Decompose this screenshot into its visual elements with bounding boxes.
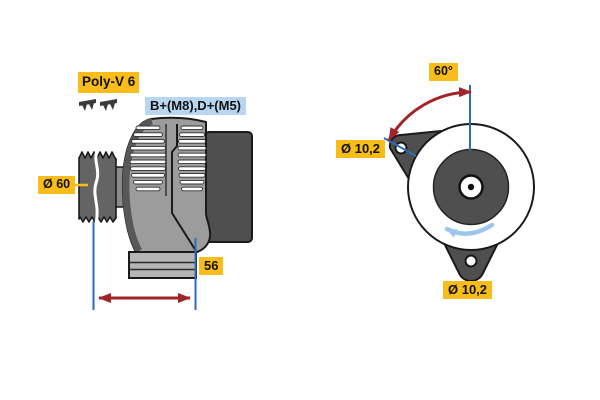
cooling-fins-left: [129, 125, 167, 192]
fin-slot: [177, 152, 207, 158]
fin-slot: [133, 132, 163, 137]
fin-slot: [178, 166, 206, 171]
rotation-direction-arrow: [444, 222, 495, 238]
pulley-break-line: [93, 148, 100, 226]
fin-slot: [178, 173, 206, 178]
fin-slot: [178, 139, 206, 144]
pulley-diameter-label: Ø 60: [38, 176, 76, 194]
fin-slot: [129, 159, 167, 165]
mounting-width-label: 56: [199, 257, 224, 276]
front-view: [383, 85, 535, 282]
shaft-center-dot: [467, 183, 475, 191]
fin-slot: [177, 159, 207, 165]
angle-dimension-arc: [387, 87, 472, 141]
fin-slot: [131, 139, 165, 144]
fin-slot: [131, 173, 165, 178]
fin-slot: [135, 125, 161, 131]
belt-type-label: Poly-V 6: [78, 72, 140, 93]
fin-slot: [130, 166, 166, 171]
lower-hole-diameter-label: Ø 10,2: [443, 281, 493, 300]
center-rib-contour: [171, 124, 197, 252]
upper-hole-diameter-label: Ø 10,2: [336, 140, 386, 159]
fin-slot: [129, 152, 167, 158]
rear-housing: [204, 131, 253, 243]
mounting-foot: [128, 251, 197, 279]
terminal-label: B+(M8),D+(M5): [145, 97, 247, 116]
lug-angle-label: 60°: [429, 63, 458, 81]
belt-profile-icon: [100, 99, 117, 111]
fin-slot: [133, 179, 163, 185]
cooling-fins-right: [177, 125, 207, 192]
fin-slot: [179, 132, 205, 137]
side-view: [74, 99, 253, 310]
lug-hole-lower: [464, 254, 478, 268]
fin-slot: [177, 145, 207, 151]
belt-profile-icon: [79, 99, 96, 111]
lug-axis-line: [383, 137, 417, 157]
fin-slot: [135, 186, 161, 192]
fin-slot: [181, 186, 203, 192]
fin-slot: [180, 125, 204, 131]
fin-slot: [179, 179, 205, 185]
fin-slot: [130, 145, 166, 151]
pulley: [78, 151, 117, 223]
